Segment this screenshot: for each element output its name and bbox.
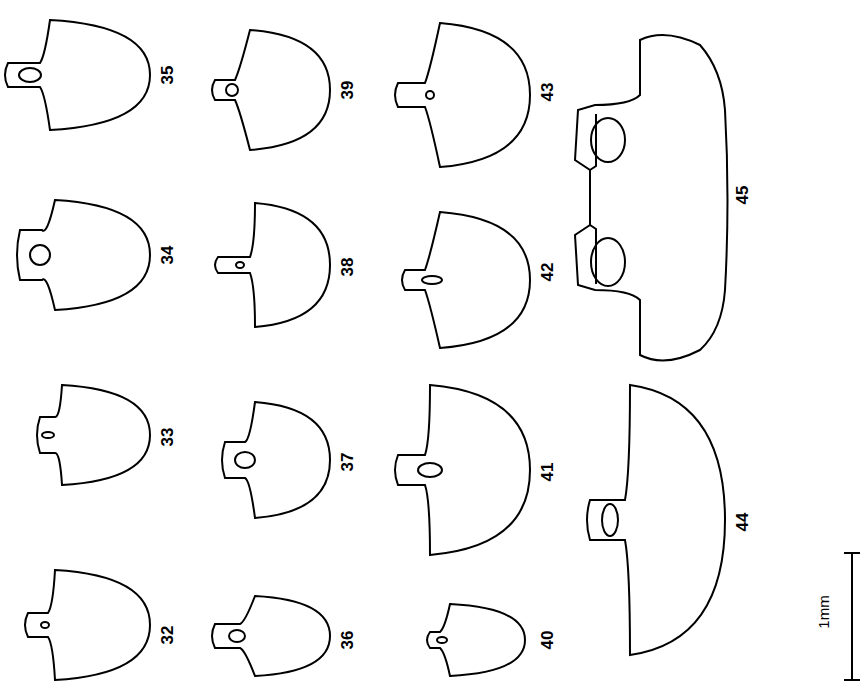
canal-hole: [226, 84, 238, 96]
section-outline: [5, 20, 150, 130]
section-outline: [402, 212, 530, 348]
figure-number: 42: [539, 263, 556, 282]
canal-hole: [418, 463, 442, 477]
scale-bar: [851, 553, 853, 680]
canal-hole: [236, 262, 244, 268]
section-outline: [37, 385, 150, 485]
figure-number: 35: [159, 66, 176, 85]
canal-hole: [422, 276, 442, 284]
section-outline: [212, 30, 330, 150]
section-outline: [222, 402, 330, 518]
figure-number: 38: [339, 258, 356, 277]
inner-outline: [590, 114, 596, 170]
canal-hole: [30, 245, 50, 265]
scale-tick: [845, 552, 859, 554]
sections: [5, 20, 728, 680]
canal-hole: [426, 91, 434, 99]
scale-label: 1mm: [816, 595, 831, 628]
figure-number: 37: [339, 453, 356, 472]
figure-number: 43: [539, 83, 556, 102]
section-outline: [17, 200, 150, 310]
figure-number: 41: [539, 463, 556, 482]
section-outline: [575, 35, 728, 360]
section-outline: [212, 596, 330, 676]
canal-hole: [235, 452, 255, 468]
section-outline: [395, 385, 530, 555]
section-outline: [395, 23, 530, 167]
figure-number: 32: [159, 626, 176, 645]
section-outline: [587, 385, 725, 655]
canal-hole: [41, 622, 49, 628]
figure-number: 33: [159, 428, 176, 447]
figure-number: 40: [539, 631, 556, 650]
section-outline: [215, 203, 330, 327]
figure-number: 45: [734, 186, 751, 205]
figure-number: 36: [339, 631, 356, 650]
canal-hole: [437, 637, 447, 643]
canal-hole: [229, 630, 245, 642]
canal-hole: [602, 504, 618, 536]
scale-tick: [845, 679, 859, 681]
section-outline: [25, 570, 150, 680]
section-outline: [427, 604, 525, 676]
canal-hole: [19, 68, 41, 82]
inner-outline: [590, 225, 596, 284]
figure-number: 34: [159, 246, 176, 265]
canal-hole: [42, 432, 54, 438]
figure-number: 39: [339, 81, 356, 100]
figure-number: 44: [734, 513, 751, 532]
